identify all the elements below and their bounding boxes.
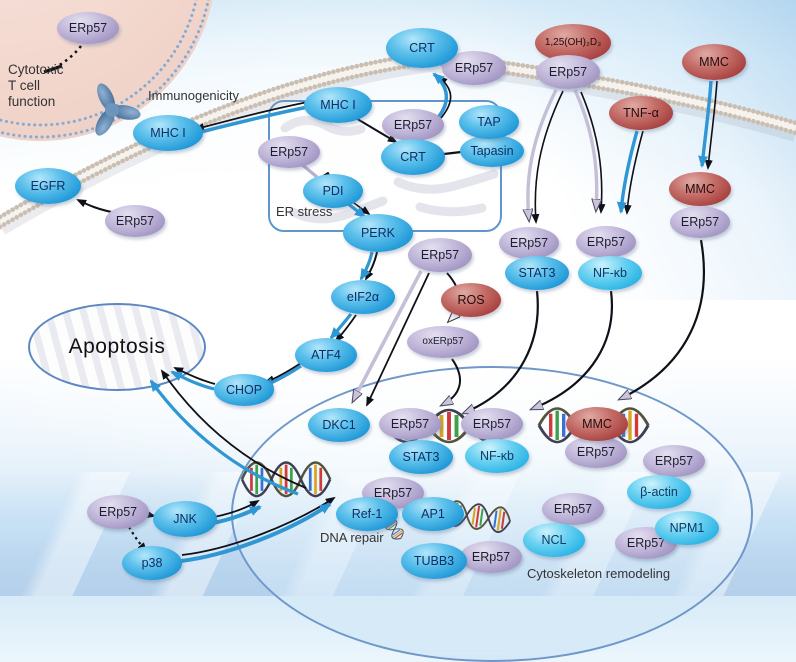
node-nfkb-n: NF-κb xyxy=(465,439,529,473)
node-mmc-n: MMC xyxy=(566,407,628,441)
node-erp57-n1: ERp57 xyxy=(379,408,441,440)
arrow-nucleus-apoptosis xyxy=(149,369,307,496)
node-erp57-egfr: ERp57 xyxy=(105,205,165,237)
node-jnk: JNK xyxy=(153,501,217,537)
node-tapasin: Tapasin xyxy=(460,135,524,167)
node-erp57-nfkb-c: ERp57 xyxy=(576,226,636,258)
node-mhc1-membrane: MHC I xyxy=(133,115,203,151)
arrow-stat3-nucleus xyxy=(464,290,539,413)
apoptosis-label: Apoptosis xyxy=(68,335,166,358)
t-cell xyxy=(0,0,213,141)
arrow-nfkb-nucleus xyxy=(532,290,613,409)
node-pdi: PDI xyxy=(303,174,363,208)
node-erp57-tcell: ERp57 xyxy=(57,12,119,44)
arrow-mmc-nucleus xyxy=(620,239,705,399)
arrow-chop-apoptosis xyxy=(170,367,216,391)
node-erp57-bactin: ERp57 xyxy=(643,445,705,477)
t-cell-receptor-icon xyxy=(95,83,141,136)
node-crt-er: CRT xyxy=(381,139,445,175)
node-dkc1: DKC1 xyxy=(308,408,370,442)
node-nfkb-c: NF-κb xyxy=(578,256,642,290)
arrow-mmc-entry xyxy=(698,80,718,170)
node-erp57-vitd3: ERp57 xyxy=(536,55,600,89)
arrow-mhc1-to-crt xyxy=(353,116,398,144)
node-ap1: AP1 xyxy=(402,497,464,531)
node-stat3-n: STAT3 xyxy=(389,440,453,474)
line-crt-tapasin xyxy=(443,150,462,156)
arrow-vitd3-nfkb xyxy=(573,89,606,214)
arrow-erp57-to-dkc1 xyxy=(351,270,430,407)
node-atf4: ATF4 xyxy=(295,338,357,372)
arrow-vitd3-stat3 xyxy=(528,89,564,224)
node-erp57-n2: ERp57 xyxy=(461,408,523,440)
node-ncl: NCL xyxy=(523,523,585,557)
arrow-erp57-inhibits-tcell xyxy=(43,45,82,74)
arrow-p38-dna xyxy=(180,496,336,563)
node-erp57-n3: ERp57 xyxy=(565,436,627,468)
node-ros: ROS xyxy=(441,283,501,317)
node-bactin: β-actin xyxy=(627,475,691,509)
node-p38: p38 xyxy=(122,546,182,580)
node-erp57-er-left: ERp57 xyxy=(258,136,320,168)
node-oxerp57: oxERp57 xyxy=(407,326,479,358)
arrow-perk-eif2a xyxy=(359,251,378,281)
node-perk: PERK xyxy=(343,214,413,252)
node-chop: CHOP xyxy=(214,374,274,406)
arrow-crt-export xyxy=(432,72,452,122)
node-erp57-ncl: ERp57 xyxy=(542,493,604,525)
dna-repair-label: DNA repair xyxy=(320,530,384,545)
arrow-tnfa-nfkb xyxy=(616,130,644,215)
node-crt-surface: CRT xyxy=(386,28,458,68)
er-cisternae xyxy=(280,116,499,224)
node-tap: TAP xyxy=(459,105,519,139)
er-stress-label: ER stress xyxy=(276,204,333,219)
node-mhc1-er: MHC I xyxy=(304,87,372,123)
immunogenicity-label: Immunogenicity xyxy=(148,88,240,103)
node-erp57-tubb3: ERp57 xyxy=(460,541,522,573)
node-mmc-in: MMC xyxy=(669,172,731,206)
node-erp57-mmc: ERp57 xyxy=(670,206,730,238)
node-tnfa: TNF-α xyxy=(609,96,673,130)
node-erp57-cyto: ERp57 xyxy=(408,238,472,272)
arrow-eif2a-atf4 xyxy=(329,313,357,343)
arrow-jnk-dna xyxy=(212,499,262,525)
node-erp57-jnk: ERp57 xyxy=(87,495,149,529)
mitochondrion: Apoptosis xyxy=(28,303,206,391)
node-eif2a: eIF2α xyxy=(331,280,395,314)
node-egfr: EGFR xyxy=(15,168,81,204)
node-tubb3: TUBB3 xyxy=(401,543,467,579)
node-erp57-stat3-c: ERp57 xyxy=(499,227,559,259)
node-npm1: NPM1 xyxy=(655,511,719,545)
cytoskeleton-label: Cytoskeleton remodeling xyxy=(527,566,671,581)
cytotoxic-tcell-label: Cytotoxic T cell function xyxy=(8,62,64,110)
node-erp57-er-mid: ERp57 xyxy=(382,109,444,141)
node-mmc-out: MMC xyxy=(682,44,746,80)
node-ref1: Ref-1 xyxy=(336,497,398,531)
arrow-oxerp57-nucleus xyxy=(442,358,461,405)
node-stat3-c: STAT3 xyxy=(505,256,569,290)
